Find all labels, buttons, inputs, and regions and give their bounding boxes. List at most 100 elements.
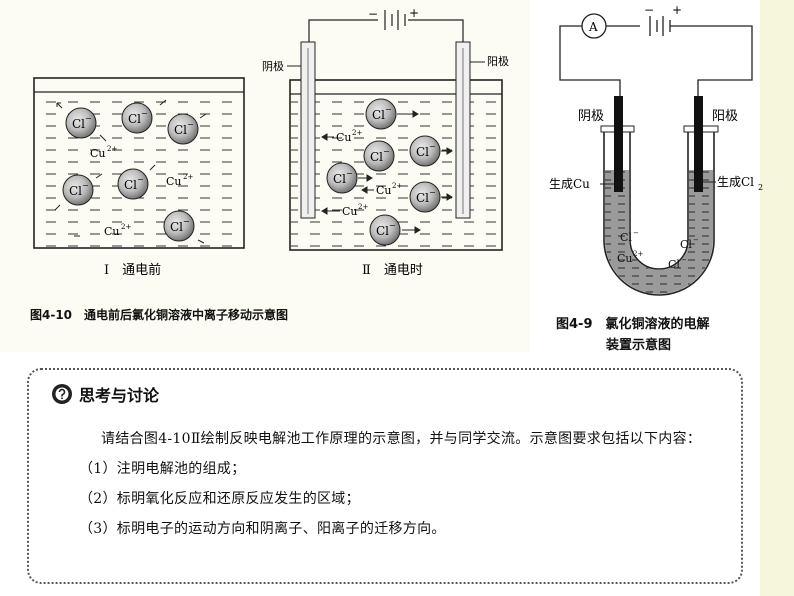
u-anode-label: 阳极 — [712, 109, 738, 124]
svg-text:−: − — [137, 175, 144, 184]
svg-text:A: A — [588, 20, 598, 34]
ion-cl-12: Cl− — [369, 214, 401, 246]
svg-text:Cl: Cl — [370, 150, 383, 164]
discussion-item-2: （2）标明氧化反应和还原反应发生的区域； — [79, 491, 360, 507]
svg-text:−: − — [429, 188, 436, 197]
battery-plus-label: + — [409, 6, 419, 20]
ion-cl-6: Cl− — [163, 210, 195, 242]
discussion-intro: 请结合图4-10Ⅱ绘制反映电解池工作原理的示意图，并与同学交流。示意图要求包括以… — [101, 431, 702, 447]
svg-text:−: − — [385, 105, 392, 114]
discussion-title: 思考与讨论 — [79, 386, 160, 405]
ion-cl-10: Cl− — [326, 162, 358, 194]
svg-text:2+: 2+ — [392, 182, 402, 190]
page-edge-strip — [760, 0, 794, 596]
svg-text:2+: 2+ — [352, 129, 362, 137]
ion-cl-11: Cl− — [409, 181, 441, 213]
svg-text:Cu: Cu — [90, 147, 106, 160]
svg-text:Cl: Cl — [372, 108, 385, 122]
u-product-anode: 生成Cl 2 — [703, 175, 763, 192]
figure-49-caption: 图4-9 氯化铜溶液的电解 装置示意图 — [556, 314, 756, 356]
figure-49-caption-line1: 图4-9 氯化铜溶液的电解 — [556, 317, 710, 332]
ion-cl-7: Cl− — [365, 98, 397, 130]
svg-text:2+: 2+ — [107, 145, 117, 153]
svg-text:Cl: Cl — [416, 191, 429, 205]
u-product-cathode: 生成Cu — [549, 177, 614, 191]
svg-text:−: − — [82, 181, 89, 190]
svg-text:Cu: Cu — [376, 184, 392, 197]
svg-text:−: − — [141, 109, 148, 118]
u-plus-label: + — [672, 3, 682, 17]
svg-text:2+: 2+ — [183, 173, 193, 181]
sub-caption-before: Ⅰ 通电前 — [104, 262, 161, 278]
svg-text:Cu: Cu — [342, 205, 358, 218]
svg-text:Cl: Cl — [124, 178, 137, 192]
svg-text:−: − — [429, 142, 436, 151]
u-minus-label: − — [644, 3, 654, 17]
svg-text:−: − — [389, 221, 396, 230]
svg-text:Cl: Cl — [680, 238, 692, 251]
svg-text:−: − — [183, 217, 190, 226]
svg-text:−: − — [693, 236, 699, 244]
svg-text:2+: 2+ — [633, 250, 643, 258]
svg-text:−: − — [85, 114, 92, 123]
svg-text:Cu: Cu — [617, 252, 633, 265]
ion-cl-4: Cl− — [62, 174, 94, 206]
svg-text:Cl: Cl — [128, 112, 141, 126]
svg-text:2+: 2+ — [121, 223, 131, 231]
discussion-box: 思考与讨论 请结合图4-10Ⅱ绘制反映电解池工作原理的示意图，并与同学交流。示意… — [27, 368, 743, 584]
migration-arrows — [321, 110, 453, 234]
u-tube-circuit — [559, 16, 753, 98]
u-cathode-rod — [614, 96, 623, 192]
battery-minus-label: − — [368, 7, 378, 21]
svg-text:Cl: Cl — [668, 258, 680, 271]
random-motion-arrows — [54, 99, 207, 244]
ion-cl-2: Cl− — [121, 102, 153, 134]
u-cathode-label: 阴极 — [578, 109, 604, 124]
ion-cl-8: Cl− — [363, 140, 395, 172]
svg-text:−: − — [681, 256, 687, 264]
svg-text:−: − — [383, 147, 390, 156]
ion-cl-9: Cl− — [409, 135, 441, 167]
anode-label: 阳极 — [487, 54, 509, 68]
svg-text:Cu: Cu — [336, 131, 352, 144]
circuit-wires — [308, 10, 464, 42]
figure-410-caption: 图4-10 通电前后氯化铜溶液中离子移动示意图 — [30, 308, 289, 322]
ion-cl-3: Cl− — [167, 113, 199, 145]
svg-text:2: 2 — [758, 183, 763, 192]
figure-49-caption-line2: 装置示意图 — [606, 338, 672, 353]
svg-text:−: − — [346, 169, 353, 178]
discussion-body: 请结合图4-10Ⅱ绘制反映电解池工作原理的示意图，并与同学交流。示意图要求包括以… — [73, 424, 723, 544]
ion-cl-5: Cl− — [117, 168, 149, 200]
discussion-item-1: （1）注明电解池的组成； — [79, 461, 246, 477]
svg-text:Cl: Cl — [620, 231, 632, 244]
svg-text:Cl: Cl — [333, 172, 346, 186]
svg-text:生成Cl: 生成Cl — [717, 175, 754, 189]
svg-text:Cl: Cl — [72, 117, 85, 131]
u-anode-rod — [694, 96, 703, 192]
sub-caption-during: Ⅱ 通电时 — [362, 263, 423, 278]
svg-text:生成Cu: 生成Cu — [549, 177, 590, 191]
svg-text:Cl: Cl — [174, 123, 187, 137]
svg-text:Cl: Cl — [69, 184, 82, 198]
cathode-electrode — [300, 41, 316, 219]
svg-text:Cu: Cu — [166, 175, 182, 188]
ammeter: A — [581, 13, 607, 39]
think-bubble-icon — [52, 384, 72, 404]
svg-text:Cu: Cu — [104, 225, 120, 238]
svg-text:Cl: Cl — [416, 145, 429, 159]
svg-text:2+: 2+ — [358, 203, 368, 211]
discussion-item-3: （3）标明电子的运动方向和阴离子、阳离子的迁移方向。 — [79, 521, 446, 537]
svg-text:Cl: Cl — [376, 224, 389, 238]
svg-text:−: − — [633, 229, 639, 237]
ion-cl-1: Cl− — [65, 107, 97, 139]
anode-electrode — [455, 41, 471, 219]
svg-text:−: − — [187, 120, 194, 129]
svg-text:Cl: Cl — [170, 220, 183, 234]
discussion-header: 思考与讨论 — [51, 382, 159, 406]
